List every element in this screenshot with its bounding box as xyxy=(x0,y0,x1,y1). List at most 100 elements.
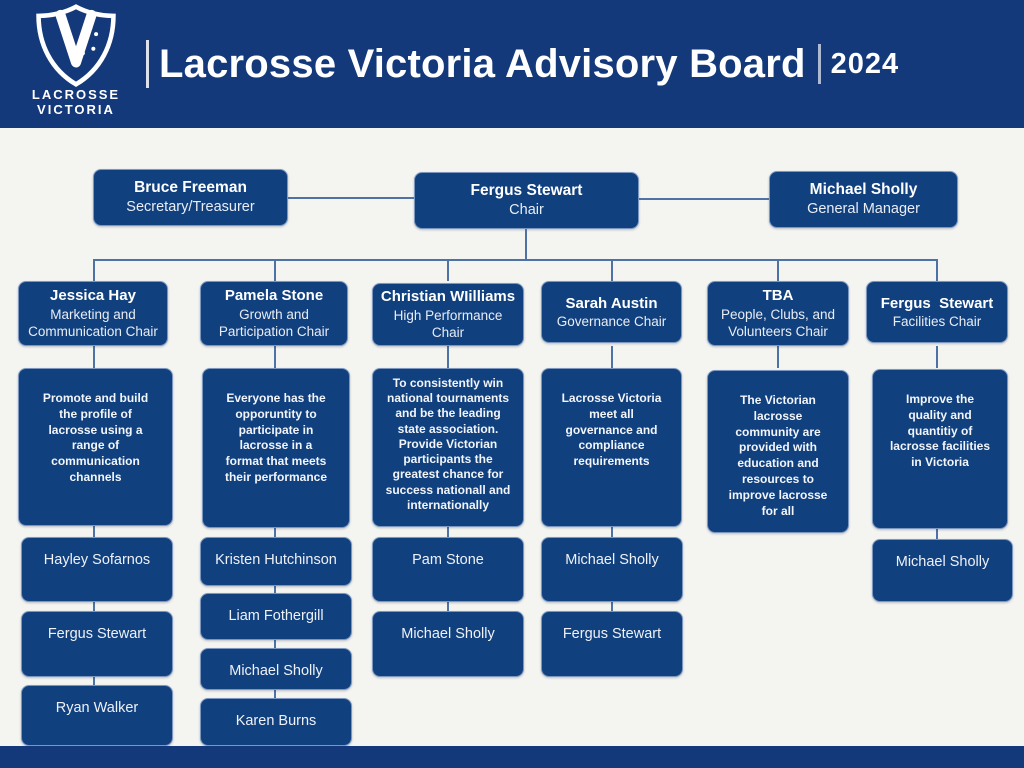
connector xyxy=(93,259,938,261)
member-box: Michael Sholly xyxy=(200,648,352,690)
connector xyxy=(93,602,95,611)
person-name: Fergus Stewart xyxy=(880,294,994,312)
person-name: Michael Sholly xyxy=(809,181,918,198)
chair-box-growth: Pamela Stone Growth and Participation Ch… xyxy=(200,281,348,346)
connector xyxy=(274,640,276,648)
person-role: Facilities Chair xyxy=(892,314,982,330)
connector xyxy=(447,346,449,368)
logo-text-line1: LACROSSE xyxy=(31,87,121,102)
year-label: 2024 xyxy=(830,47,900,80)
chair-box-governance: Sarah Austin Governance Chair xyxy=(541,281,682,343)
goal-box-growth: Everyone has the opporuntity to particip… xyxy=(202,368,350,528)
footer-bar xyxy=(0,746,1024,768)
member-name: Fergus Stewart xyxy=(562,626,662,642)
member-box: Ryan Walker xyxy=(21,685,173,746)
connector xyxy=(447,602,449,611)
connector xyxy=(611,346,613,368)
title-group: Lacrosse Victoria Advisory Board 2024 xyxy=(146,0,1010,128)
connector xyxy=(93,346,95,368)
member-box: Michael Sholly xyxy=(872,539,1013,602)
member-box: Fergus Stewart xyxy=(21,611,173,677)
exec-box-chair: Fergus Stewart Chair xyxy=(414,172,639,229)
header: LACROSSE VICTORIA Lacrosse Victoria Advi… xyxy=(0,0,1024,128)
goal-text: To consistently win national tournaments… xyxy=(385,376,511,512)
connector xyxy=(288,197,414,199)
connector xyxy=(777,260,779,281)
chair-box-high-performance: Christian WIilliams High Performance Cha… xyxy=(372,283,524,346)
connector xyxy=(93,260,95,281)
goal-text: Promote and build the profile of lacross… xyxy=(42,391,149,485)
person-name: Sarah Austin xyxy=(565,294,658,312)
chair-box-marketing: Jessica Hay Marketing and Communication … xyxy=(18,281,168,346)
connector xyxy=(93,526,95,537)
connector xyxy=(936,346,938,368)
person-role: Governance Chair xyxy=(556,314,667,330)
person-name: TBA xyxy=(762,287,794,305)
person-role: Chair xyxy=(509,202,544,219)
person-role: Marketing and Communication Chair xyxy=(28,306,158,340)
member-name: Michael Sholly xyxy=(565,552,659,568)
connector xyxy=(611,602,613,611)
person-role: Secretary/Treasurer xyxy=(126,199,255,216)
member-box: Karen Burns xyxy=(200,698,352,746)
connector xyxy=(274,586,276,593)
connector xyxy=(274,346,276,368)
chair-box-facilities: Fergus Stewart Facilities Chair xyxy=(866,281,1008,343)
connector xyxy=(639,198,769,200)
person-name: Fergus Stewart xyxy=(470,182,583,199)
connector xyxy=(611,527,613,537)
member-name: Kristen Hutchinson xyxy=(215,552,337,568)
connector xyxy=(936,260,938,281)
member-box: Liam Fothergill xyxy=(200,593,352,640)
member-box: Michael Sholly xyxy=(372,611,524,677)
connector xyxy=(274,528,276,537)
member-name: Liam Fothergill xyxy=(228,608,324,624)
goal-text: Everyone has the opporuntity to particip… xyxy=(224,391,328,485)
person-name: Bruce Freeman xyxy=(134,179,247,196)
goal-box-people-clubs-volunteers: The Victorian lacrosse community are pro… xyxy=(707,370,849,533)
member-box: Michael Sholly xyxy=(541,537,683,602)
connector xyxy=(777,346,779,368)
title-divider-right xyxy=(817,44,821,84)
lacrosse-victoria-shield-icon xyxy=(36,4,116,88)
goal-box-facilities: Improve the quality and quantitiy of lac… xyxy=(872,369,1008,529)
member-box: Fergus Stewart xyxy=(541,611,683,677)
member-name: Ryan Walker xyxy=(55,700,139,716)
member-name: Karen Burns xyxy=(235,713,317,729)
page-title: Lacrosse Victoria Advisory Board xyxy=(159,41,806,86)
goal-text: The Victorian lacrosse community are pro… xyxy=(728,393,828,518)
member-name: Michael Sholly xyxy=(229,663,323,679)
title-divider-left xyxy=(146,40,149,88)
exec-box-secretary-treasurer: Bruce Freeman Secretary/Treasurer xyxy=(93,169,288,226)
connector xyxy=(525,229,527,260)
person-name: Pamela Stone xyxy=(224,287,324,305)
chair-box-people-clubs-volunteers: TBA People, Clubs, and Volunteers Chair xyxy=(707,281,849,346)
person-name: Christian WIilliams xyxy=(380,288,516,306)
connector xyxy=(447,527,449,537)
connector xyxy=(447,260,449,281)
goal-box-marketing: Promote and build the profile of lacross… xyxy=(18,368,173,526)
connector xyxy=(274,690,276,698)
person-name: Jessica Hay xyxy=(50,287,136,305)
goal-box-high-performance: To consistently win national tournaments… xyxy=(372,368,524,527)
person-role: Growth and Participation Chair xyxy=(218,306,330,340)
connector xyxy=(611,260,613,281)
connector xyxy=(93,677,95,685)
exec-box-general-manager: Michael Sholly General Manager xyxy=(769,171,958,228)
member-box: Pam Stone xyxy=(372,537,524,602)
logo-text-line2: VICTORIA xyxy=(37,101,115,117)
member-box: Hayley Sofarnos xyxy=(21,537,173,602)
goal-text: Improve the quality and quantitiy of lac… xyxy=(889,392,991,470)
member-name: Pam Stone xyxy=(412,552,484,568)
goal-text: Lacrosse Victoria meet all governance an… xyxy=(561,391,662,469)
person-role: People, Clubs, and Volunteers Chair xyxy=(720,306,836,340)
member-name: Hayley Sofarnos xyxy=(43,552,151,568)
goal-box-governance: Lacrosse Victoria meet all governance an… xyxy=(541,368,682,527)
person-role: General Manager xyxy=(807,201,920,218)
connector xyxy=(274,260,276,281)
member-box: Kristen Hutchinson xyxy=(200,537,352,586)
member-name: Michael Sholly xyxy=(895,554,990,570)
connector xyxy=(936,529,938,539)
member-name: Fergus Stewart xyxy=(47,626,147,642)
